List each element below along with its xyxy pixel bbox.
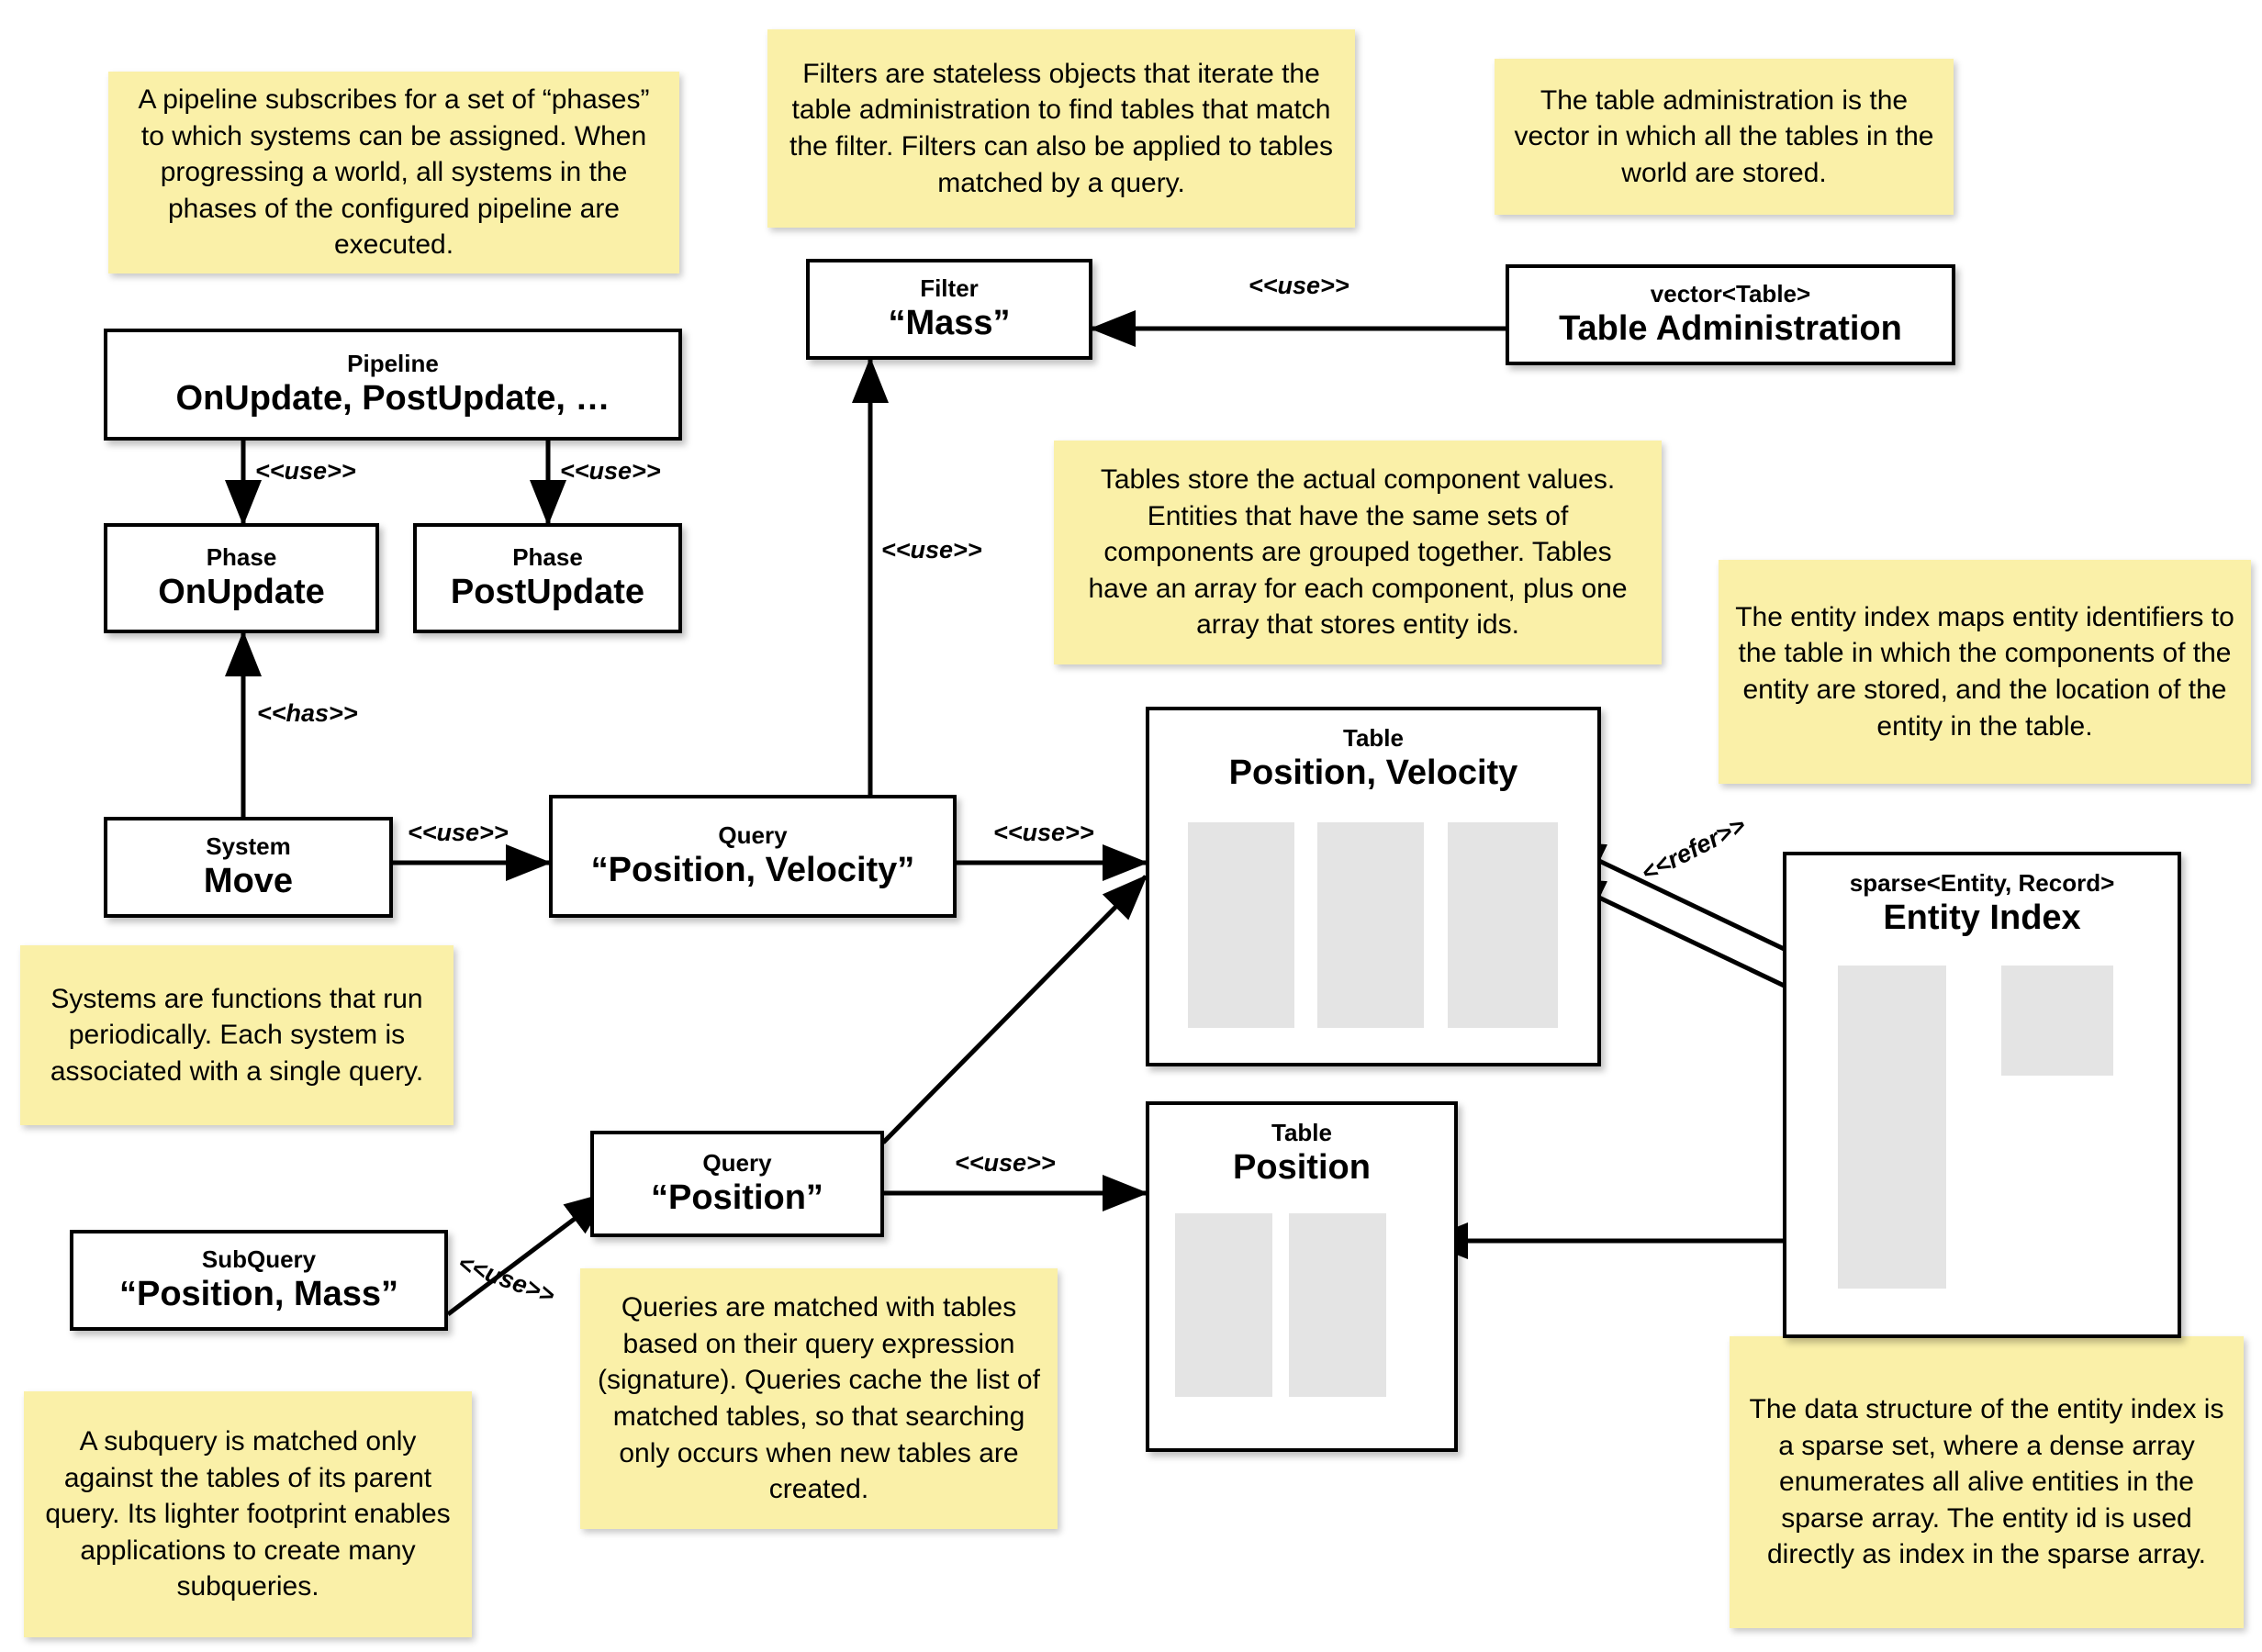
box-entity-index-stereotype: sparse<Entity, Record> [1849,869,2115,897]
table-position-array-column-1 [1175,1213,1272,1397]
entity-index-dense-array [2001,966,2113,1076]
box-subquery-position-mass-name: “Position, Mass” [118,1275,399,1314]
box-table-administration-name: Table Administration [1559,309,1902,349]
note-tables: Tables store the actual component values… [1054,441,1662,664]
edge-label-pipeline-postupdate: <<use>> [560,457,661,485]
note-pipeline-text: A pipeline subscribes for a set of “phas… [138,84,650,261]
edge-label-pipeline-onupdate: <<use>> [255,457,356,485]
note-systems: Systems are functions that run periodica… [20,945,454,1125]
box-subquery-position-mass[interactable]: SubQuery “Position, Mass” [70,1230,448,1331]
box-query-position-velocity-stereotype: Query [718,821,788,850]
edge-label-admin-filter: <<use>> [1249,272,1349,299]
note-sparse-set: The data structure of the entity index i… [1730,1336,2244,1628]
note-filter: Filters are stateless objects that itera… [767,29,1355,228]
box-system-move-stereotype: System [206,832,291,861]
note-queries-text: Queries are matched with tables based on… [598,1292,1040,1505]
entity-index-sparse-array [1838,966,1946,1289]
box-table-administration-stereotype: vector<Table> [1650,280,1811,308]
edge-label-query-table-pv: <<use>> [993,819,1094,846]
box-phase-onupdate-name: OnUpdate [158,573,325,612]
note-entity-index: The entity index maps entity identifiers… [1719,560,2251,784]
box-phase-postupdate-name: PostUpdate [450,573,645,612]
box-entity-index-name: Entity Index [1883,898,2081,937]
box-query-position-velocity[interactable]: Query “Position, Velocity” [549,795,957,918]
table-pv-array-column-3 [1448,822,1558,1028]
note-queries: Queries are matched with tables based on… [580,1268,1058,1529]
note-table-administration-text: The table administration is the vector i… [1514,84,1934,188]
box-query-position[interactable]: Query “Position” [590,1131,884,1237]
note-table-administration: The table administration is the vector i… [1495,59,1954,215]
note-sparse-set-text: The data structure of the entity index i… [1749,1394,2224,1570]
box-phase-postupdate-stereotype: Phase [512,543,583,572]
box-subquery-position-mass-stereotype: SubQuery [201,1245,317,1274]
note-tables-text: Tables store the actual component values… [1088,464,1628,641]
box-query-position-name: “Position” [651,1178,823,1218]
box-table-position-name: Position [1233,1147,1371,1187]
box-table-position-velocity-stereotype: Table [1343,724,1404,752]
edge-label-system-phase: <<has>> [257,699,358,727]
note-systems-text: Systems are functions that run periodica… [50,983,424,1087]
box-pipeline[interactable]: Pipeline OnUpdate, PostUpdate, … [104,329,682,441]
box-table-position-velocity-name: Position, Velocity [1228,753,1518,792]
edge-label-query-filter: <<use>> [881,536,982,564]
box-filter-mass[interactable]: Filter “Mass” [806,259,1092,360]
box-pipeline-name: OnUpdate, PostUpdate, … [175,379,610,419]
note-filter-text: Filters are stateless objects that itera… [789,58,1333,198]
box-pipeline-stereotype: Pipeline [347,350,439,378]
table-position-array-column-2 [1289,1213,1386,1397]
box-entity-index[interactable]: sparse<Entity, Record> Entity Index [1783,852,2181,1338]
note-entity-index-text: The entity index maps entity identifiers… [1735,601,2234,742]
box-system-move-name: Move [203,862,294,901]
box-query-position-stereotype: Query [702,1149,772,1178]
edge-label-query-position-table: <<use>> [955,1149,1056,1177]
box-table-position[interactable]: Table Position [1146,1101,1458,1452]
box-table-administration[interactable]: vector<Table> Table Administration [1506,264,1955,365]
table-pv-array-column-1 [1188,822,1294,1028]
box-table-position-velocity[interactable]: Table Position, Velocity [1146,707,1601,1066]
edge-label-entity-index-refer: <<refer>> [1636,810,1751,887]
box-table-position-stereotype: Table [1271,1119,1332,1146]
box-phase-onupdate[interactable]: Phase OnUpdate [104,523,379,633]
box-system-move[interactable]: System Move [104,817,393,918]
edge-label-system-query: <<use>> [408,819,509,846]
table-pv-array-column-2 [1317,822,1424,1028]
box-phase-postupdate[interactable]: Phase PostUpdate [413,523,682,633]
box-query-position-velocity-name: “Position, Velocity” [590,851,915,890]
note-subquery-text: A subquery is matched only against the t… [45,1426,451,1602]
note-subquery: A subquery is matched only against the t… [24,1391,472,1637]
edge-label-subquery-query: <<use>> [454,1248,559,1310]
box-phase-onupdate-stereotype: Phase [206,543,277,572]
note-pipeline: A pipeline subscribes for a set of “phas… [108,72,679,273]
box-filter-mass-stereotype: Filter [920,274,979,303]
box-filter-mass-name: “Mass” [888,304,1011,343]
